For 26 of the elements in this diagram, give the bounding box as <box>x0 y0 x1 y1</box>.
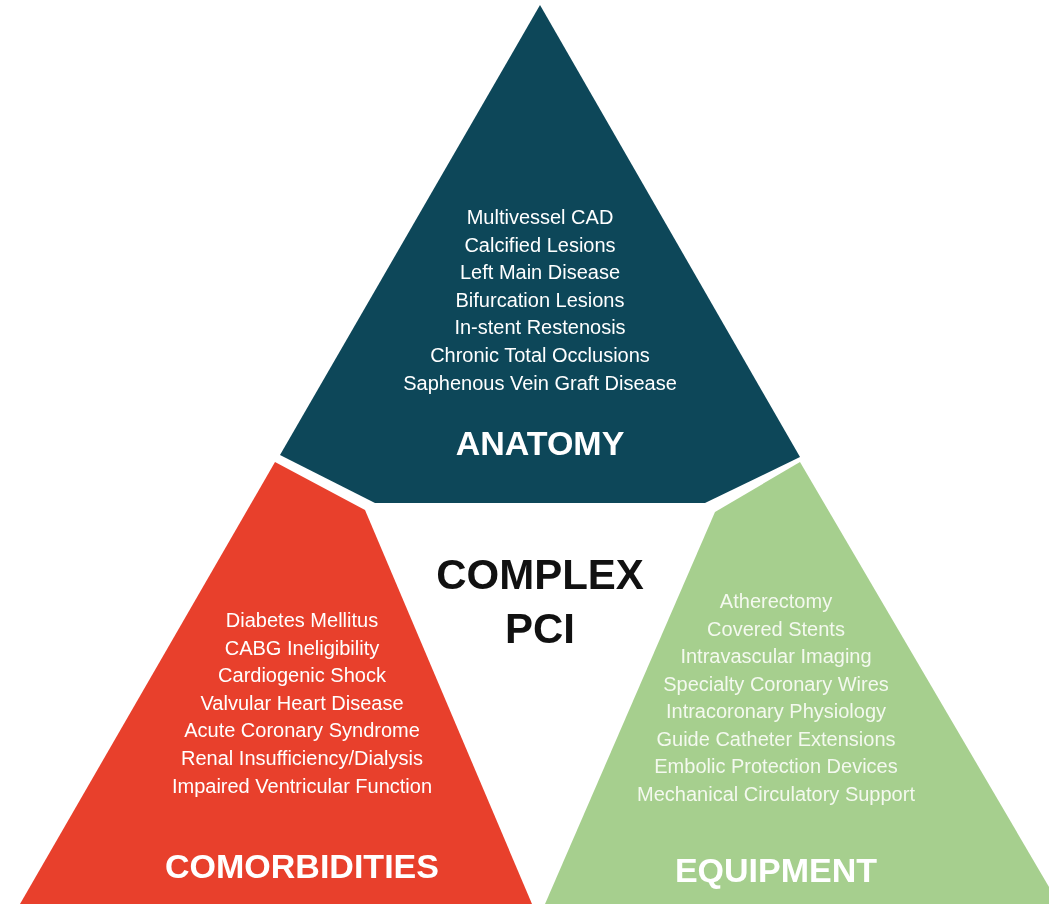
list-item: Cardiogenic Shock <box>218 663 386 688</box>
list-item: Mechanical Circulatory Support <box>637 781 915 806</box>
section-heading: COMORBIDITIES <box>165 845 439 887</box>
list-item: Specialty Coronary Wires <box>663 671 889 696</box>
list-item: Saphenous Vein Graft Disease <box>403 370 677 395</box>
list-item: Renal Insufficiency/Dialysis <box>181 746 423 770</box>
list-item: Guide Catheter Extensions <box>656 726 896 751</box>
list-item: Multivessel CAD <box>466 205 614 229</box>
list-item: Valvular Heart Disease <box>200 690 404 715</box>
list-item: Embolic Protection Devices <box>654 754 898 778</box>
list-item: CABG Ineligibility <box>224 635 380 660</box>
list-item: Left Main Disease <box>459 260 621 285</box>
list-item: Chronic Total Occlusions <box>430 343 650 367</box>
list-item: Calcified Lesions <box>464 232 616 257</box>
list-item: Impaired Ventricular Function <box>171 773 433 798</box>
list-item: In-stent Restenosis <box>454 315 626 340</box>
list-item: Acute Coronary Syndrome <box>184 718 420 743</box>
section-heading: EQUIPMENT <box>674 849 878 891</box>
list-item: Intravascular Imaging <box>680 644 872 668</box>
list-item: Diabetes Mellitus <box>225 608 379 632</box>
list-item: Intracoronary Physiology <box>665 699 887 723</box>
section-heading: ANATOMY <box>455 422 625 464</box>
list-item: Atherectomy <box>719 589 833 613</box>
list-item: Bifurcation Lesions <box>455 287 625 312</box>
center-title: COMPLEX PCI <box>435 550 645 654</box>
list-item: Covered Stents <box>707 616 845 641</box>
